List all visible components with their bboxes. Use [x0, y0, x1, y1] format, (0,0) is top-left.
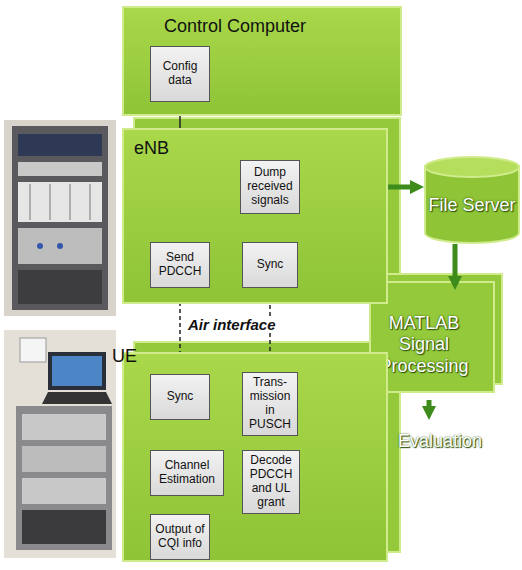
flow-arrow	[427, 400, 432, 406]
process-box: Send PDCCH	[150, 242, 210, 288]
box-label: Channel Estimation	[154, 459, 220, 487]
box-label: Output of CQI info	[154, 523, 206, 551]
group-box: Control ComputerConfig data	[122, 6, 402, 116]
box-label: Sync	[167, 390, 194, 404]
box-label: Sync	[257, 258, 284, 272]
process-box: Trans- mission in PUSCH	[242, 372, 298, 436]
group-title: UE	[112, 346, 374, 367]
process-box: Sync	[242, 242, 298, 288]
process-box: Evaluation	[372, 420, 508, 464]
process-box: Output of CQI info	[150, 514, 210, 560]
enb-photo	[4, 120, 116, 316]
ue-photo	[4, 330, 116, 558]
interface-label: Air interface	[186, 316, 278, 333]
group-box: eNBDump received signalsSend PDCCHSync	[122, 128, 388, 304]
flow-arrow	[453, 244, 458, 276]
box-label: Dump received signals	[244, 166, 296, 207]
box-label: Trans- mission in PUSCH	[246, 376, 294, 431]
process-box: Decode PDCCH and UL grant	[242, 450, 300, 514]
group-title: eNB	[134, 138, 396, 159]
process-box: Config data	[150, 46, 210, 102]
group-title: Control Computer	[164, 16, 440, 37]
process-box: Channel Estimation	[150, 450, 224, 496]
box-label: Decode PDCCH and UL grant	[246, 454, 296, 509]
group-box: UESyncTrans- mission in PUSCHChannel Est…	[122, 352, 388, 562]
box-label: Config data	[154, 60, 206, 88]
process-box: Sync	[150, 374, 210, 420]
box-label: Send PDCCH	[154, 251, 206, 279]
box-label: Evaluation	[398, 431, 482, 453]
process-box: Dump received signals	[240, 160, 300, 214]
database-cylinder: File Server	[424, 156, 520, 244]
cylinder-top	[425, 157, 519, 177]
box-label: File Server	[428, 195, 515, 217]
